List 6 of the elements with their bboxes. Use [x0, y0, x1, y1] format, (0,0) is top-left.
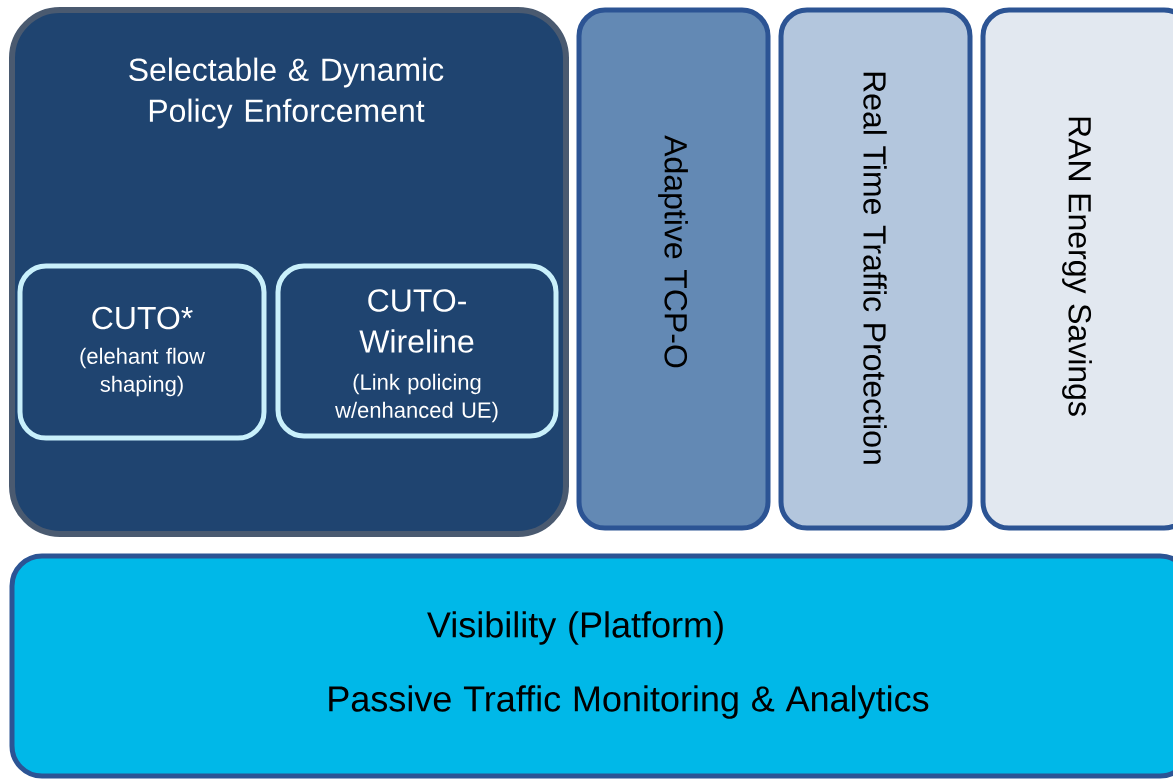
- feature-box: CUTO* (elehant flow shaping): [17, 263, 267, 441]
- feature-column: RAN Energy Savings: [980, 7, 1173, 531]
- feature-column: Real Time Traffic Protection: [778, 7, 973, 531]
- feature-column: Adaptive TCP-O: [576, 7, 771, 531]
- feature-box: CUTO- Wireline (Link policing w/enhanced UE): [275, 263, 559, 439]
- platform-band: Visibility (Platform) Passive Traffic Monitoring & Analytics: [9, 553, 1173, 779]
